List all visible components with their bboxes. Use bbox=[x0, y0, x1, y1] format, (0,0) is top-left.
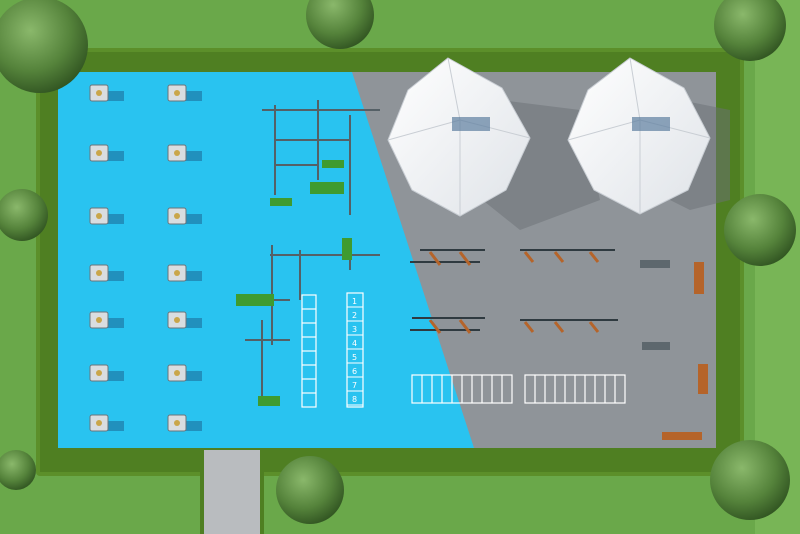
ladder-number: 6 bbox=[352, 367, 357, 376]
tent-canopy-right bbox=[567, 57, 711, 215]
fitness-station bbox=[89, 84, 124, 102]
tree bbox=[714, 0, 786, 61]
bench bbox=[694, 262, 704, 294]
fitness-station bbox=[167, 144, 202, 162]
trees bbox=[0, 0, 796, 524]
sit-up-stations bbox=[640, 260, 670, 350]
green-panel bbox=[236, 294, 274, 306]
ladder-number: 5 bbox=[352, 353, 357, 362]
fitness-station bbox=[89, 144, 124, 162]
entrance-path bbox=[204, 450, 260, 534]
green-panel bbox=[342, 238, 352, 260]
green-panel bbox=[270, 198, 292, 206]
tree bbox=[306, 0, 374, 49]
fitness-station bbox=[167, 414, 202, 432]
fitness-station bbox=[89, 207, 124, 225]
tree bbox=[710, 440, 790, 520]
fitness-station bbox=[167, 264, 202, 282]
tree bbox=[0, 0, 88, 93]
ladder-number: 2 bbox=[352, 311, 357, 320]
fitness-station bbox=[167, 207, 202, 225]
ladder-number: 3 bbox=[352, 325, 357, 334]
ladder-number: 4 bbox=[352, 339, 357, 348]
ladder-number: 1 bbox=[352, 297, 357, 306]
hurdle-fence bbox=[411, 374, 626, 404]
painted-number-ladder: 1 2 3 4 5 6 7 8 bbox=[346, 292, 364, 408]
painted-ladder-left bbox=[301, 294, 317, 408]
tent-canopy-left bbox=[387, 57, 531, 217]
ladder-number: 7 bbox=[352, 381, 357, 390]
bench bbox=[698, 364, 708, 394]
fitness-stations bbox=[89, 84, 202, 432]
blue-court bbox=[58, 72, 474, 448]
fitness-station bbox=[167, 84, 202, 102]
bar-posts bbox=[428, 251, 600, 334]
green-panel bbox=[322, 160, 344, 168]
tree bbox=[0, 189, 48, 241]
bench bbox=[662, 432, 702, 440]
fitness-station bbox=[167, 311, 202, 329]
tree bbox=[724, 194, 796, 266]
fitness-station bbox=[89, 264, 124, 282]
fitness-station bbox=[89, 414, 124, 432]
green-panel bbox=[310, 182, 344, 194]
tree bbox=[276, 456, 344, 524]
climbing-frame-top bbox=[262, 100, 380, 215]
fitness-station bbox=[167, 364, 202, 382]
fitness-station bbox=[89, 364, 124, 382]
tree bbox=[0, 450, 36, 490]
ladder-number: 8 bbox=[352, 395, 357, 404]
fitness-station bbox=[89, 311, 124, 329]
green-panel bbox=[258, 396, 280, 406]
